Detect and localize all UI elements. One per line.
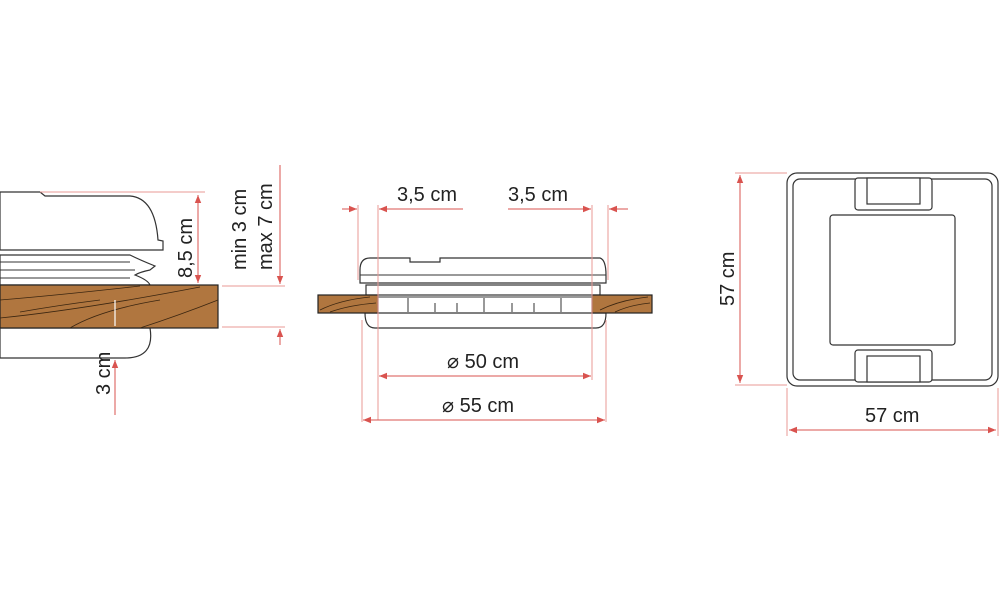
roof-lid xyxy=(0,191,164,251)
inner-diameter-label: ⌀ 50 cm xyxy=(447,351,519,373)
section-frame xyxy=(364,312,607,329)
top-width-label: 57 cm xyxy=(865,405,919,427)
section-lid xyxy=(359,257,607,284)
section-view: 3,5 cm 3,5 cm ⌀ 50 cm ⌀ 55 cm xyxy=(317,184,653,424)
inner-height-label: 3 cm xyxy=(93,352,115,395)
outer-diameter-label: ⌀ 55 cm xyxy=(442,395,514,417)
top-view: 57 cm 57 cm xyxy=(717,172,999,436)
side-view: 8,5 cm min 3 cm max 7 cm 3 cm xyxy=(0,165,285,415)
roof-max-label: max 7 cm xyxy=(255,183,277,270)
inner-trim xyxy=(0,327,152,359)
side-height-label: 8,5 cm xyxy=(175,218,197,278)
roof-wood xyxy=(0,284,219,329)
right-margin-label: 3,5 cm xyxy=(508,184,568,206)
skylight-glass xyxy=(829,214,956,346)
top-height-label: 57 cm xyxy=(717,252,739,306)
roof-min-label: min 3 cm xyxy=(229,189,251,270)
left-margin-label: 3,5 cm xyxy=(397,184,457,206)
